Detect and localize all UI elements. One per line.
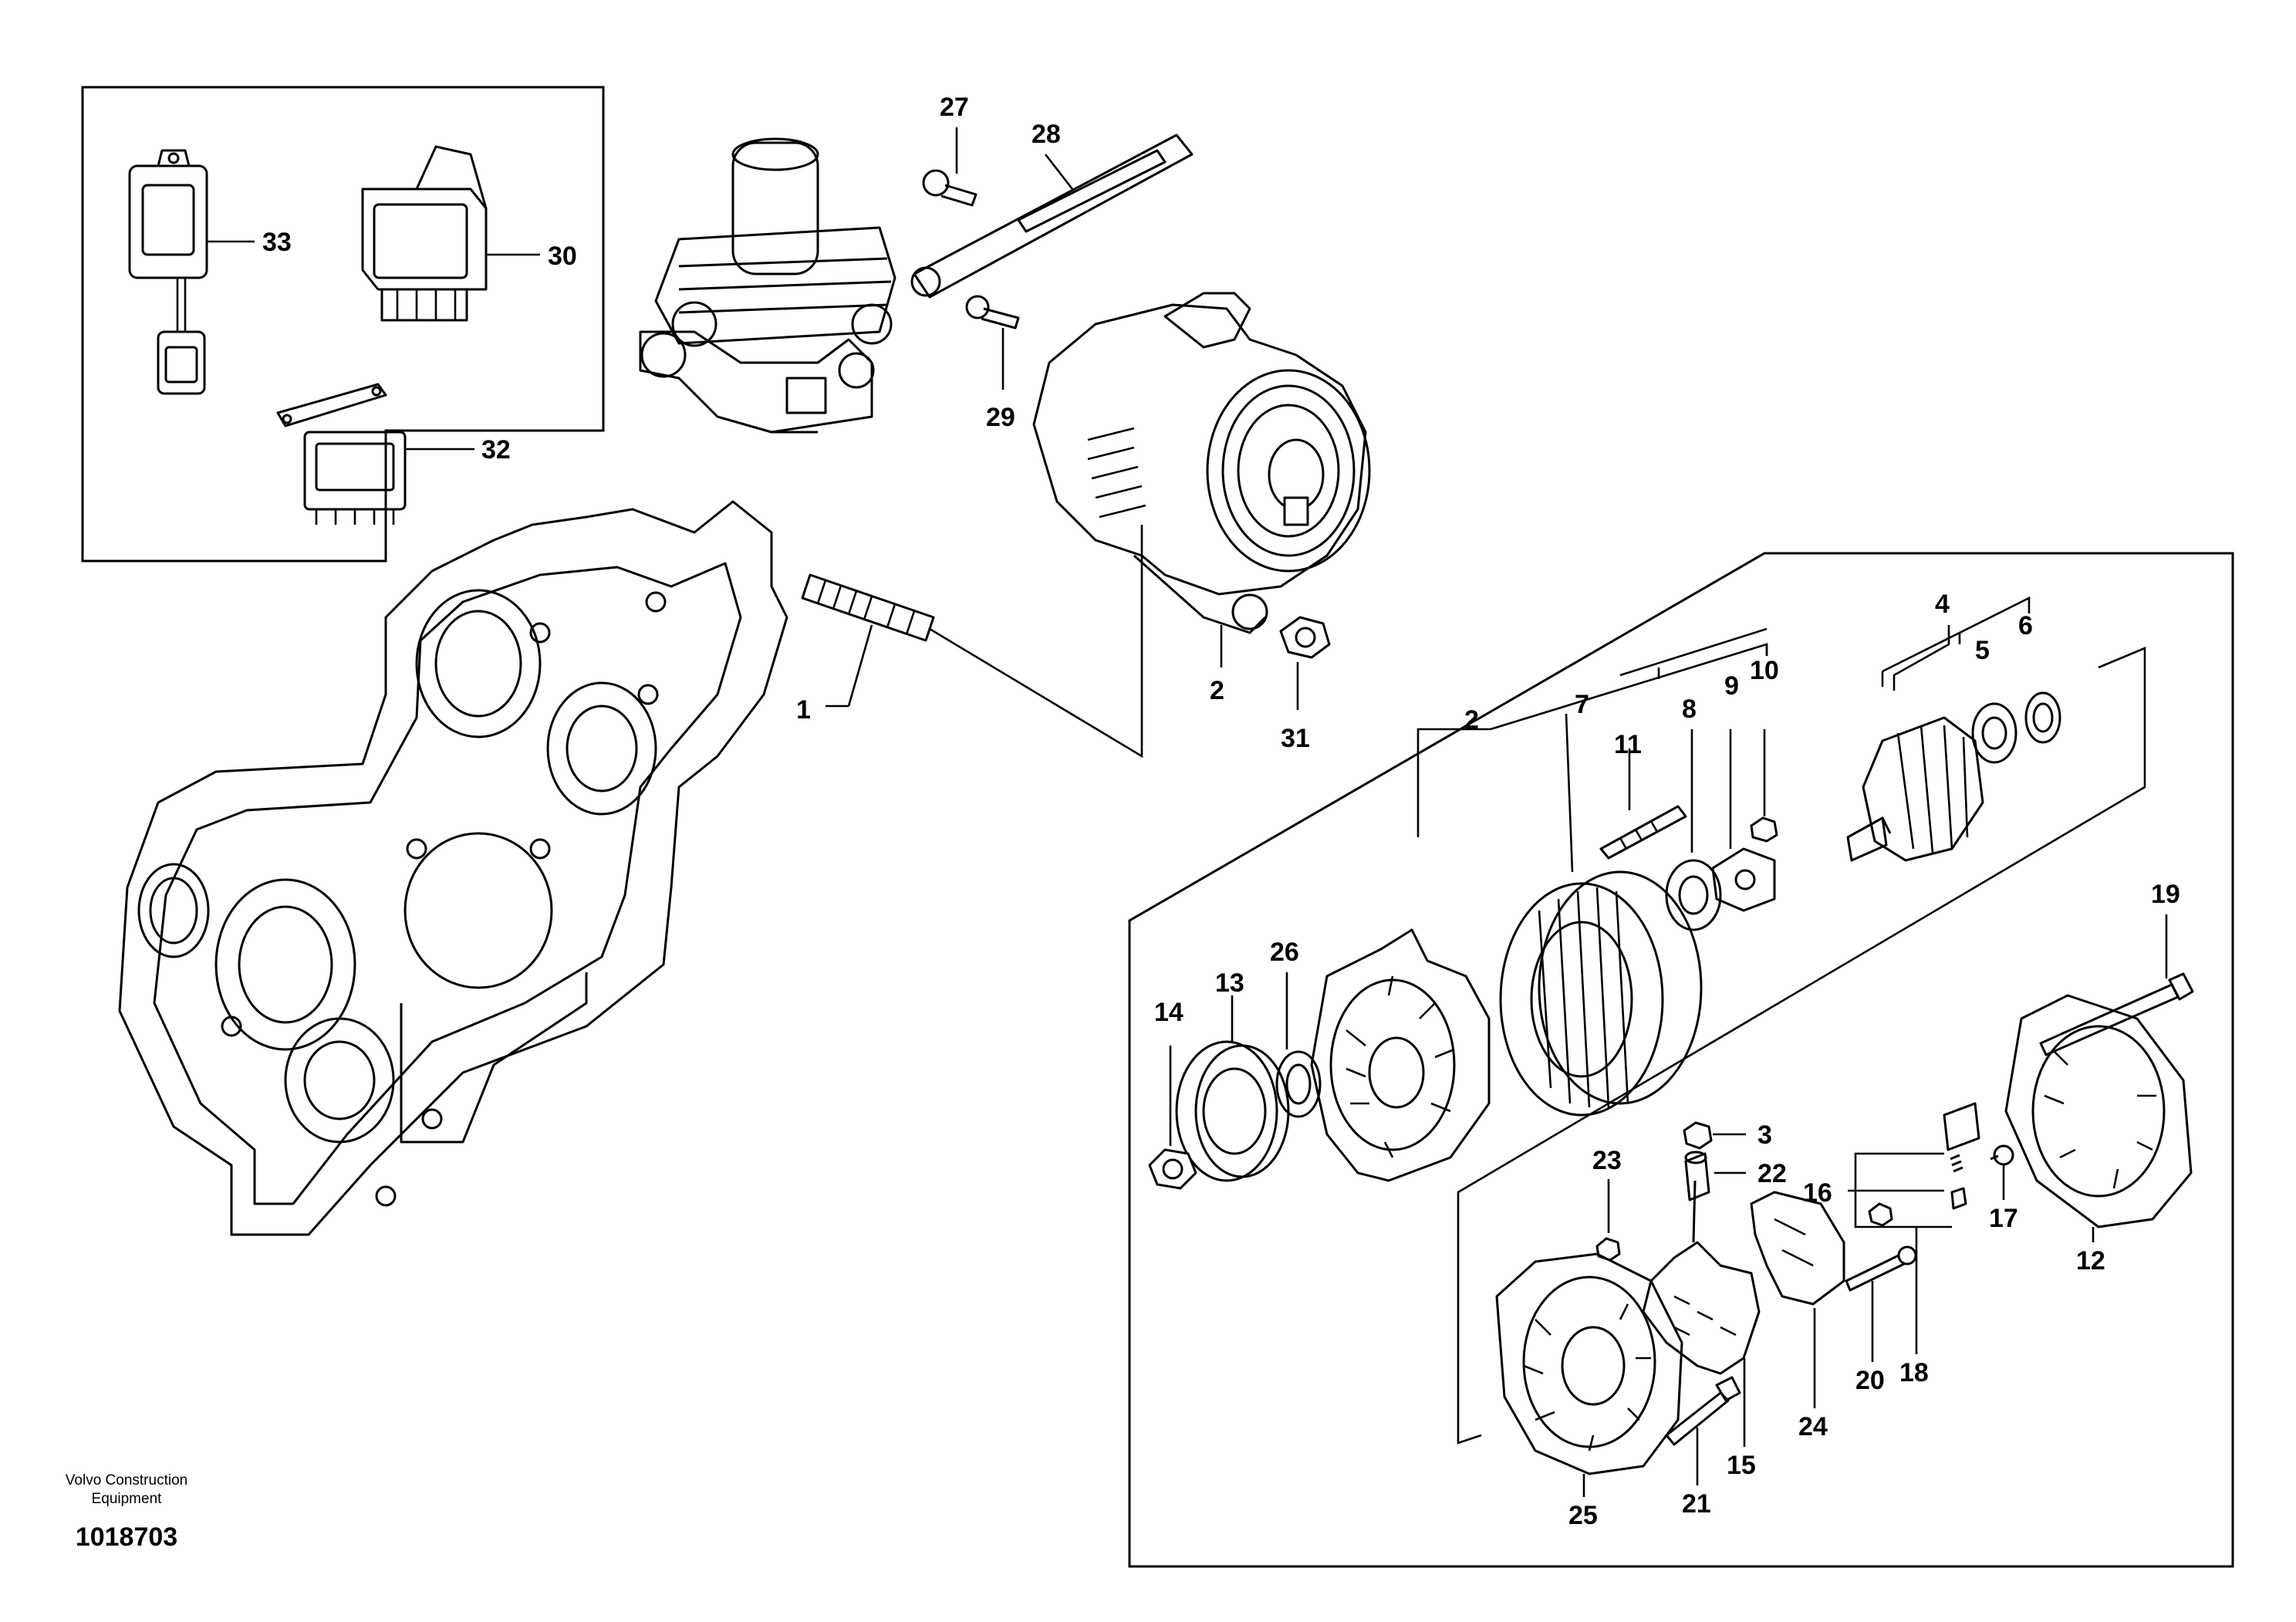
part-19-bolt[interactable]: [2039, 972, 2194, 1056]
callout-30: 30: [548, 242, 577, 271]
callout-12: 12: [2076, 1246, 2105, 1276]
callout-13: 13: [1215, 968, 1244, 998]
part-12-cover[interactable]: [2004, 994, 2193, 1228]
callout-20: 20: [1855, 1366, 1885, 1395]
part-8-bearing[interactable]: [1665, 859, 1722, 931]
callout-7: 7: [1575, 690, 1589, 719]
part-9-plate[interactable]: [1711, 847, 1776, 912]
part-17-screw[interactable]: [1990, 1144, 2014, 1166]
leader-1: [826, 624, 873, 708]
part-20-screw[interactable]: [1845, 1245, 1917, 1292]
gear-case-housing: [118, 500, 788, 1236]
callout-33: 33: [262, 228, 292, 257]
callout-24: 24: [1798, 1412, 1828, 1441]
callout-2-upper: 2: [1210, 676, 1224, 705]
part-16-brush-set[interactable]: [1943, 1102, 1980, 1210]
part-27-bolt[interactable]: [922, 169, 977, 207]
brand-line-1: Volvo Construction: [66, 1472, 187, 1489]
callout-16: 16: [1803, 1178, 1832, 1208]
group-bracket-right: [1457, 647, 2146, 1445]
part-23-nut[interactable]: [1595, 1237, 1621, 1262]
vacuum-pump[interactable]: [639, 137, 896, 434]
group-bracket-4: [1881, 596, 2031, 687]
callout-21: 21: [1682, 1489, 1711, 1519]
callout-15: 15: [1727, 1451, 1756, 1480]
part-5-bearing[interactable]: [1971, 702, 2017, 764]
callout-11: 11: [1614, 730, 1642, 759]
callout-1: 1: [796, 695, 811, 725]
callout-18: 18: [1899, 1358, 1929, 1387]
callout-25: 25: [1568, 1501, 1598, 1530]
callout-17: 17: [1989, 1204, 2018, 1233]
callout-3: 3: [1757, 1120, 1772, 1150]
leader-2b-group: [1416, 643, 1768, 837]
part-21-bolt[interactable]: [1665, 1376, 1741, 1446]
part-33-relay[interactable]: [128, 149, 208, 395]
relay-inset-frame: [81, 86, 605, 563]
part-4-rotor[interactable]: [1846, 716, 1984, 862]
part-26-spacer[interactable]: [1275, 1050, 1322, 1118]
brand-line-2: Equipment: [92, 1491, 163, 1507]
leader-7: [1565, 713, 1574, 873]
leader-4: [1893, 625, 1950, 691]
callout-6: 6: [2018, 611, 2033, 640]
part-18-screw[interactable]: [1868, 1202, 1893, 1227]
callout-5: 5: [1975, 636, 1990, 665]
callout-10: 10: [1750, 656, 1779, 685]
exploded-alternator-frame: [1128, 552, 2234, 1568]
part-10-nut[interactable]: [1750, 816, 1778, 843]
part-13-pulley[interactable]: [1175, 1040, 1290, 1182]
alternator-assembly[interactable]: [1032, 292, 1371, 634]
part-14-nut[interactable]: [1148, 1148, 1197, 1190]
part-32-relay[interactable]: [276, 383, 407, 525]
part-24-regulator[interactable]: [1750, 1191, 1845, 1306]
callout-32: 32: [481, 435, 511, 465]
callout-23: 23: [1592, 1146, 1622, 1175]
callout-14: 14: [1154, 998, 1183, 1027]
part-1-stud[interactable]: [801, 525, 1143, 759]
part-6-ring[interactable]: [2024, 691, 2061, 744]
callout-19: 19: [2151, 880, 2180, 909]
part-15-rectifier[interactable]: [1642, 1180, 1761, 1375]
part-29-bolt[interactable]: [965, 295, 1020, 329]
part-28-bracket[interactable]: [910, 133, 1194, 299]
group-bracket-2: [1619, 627, 1768, 679]
callout-8: 8: [1682, 694, 1697, 724]
callout-9: 9: [1724, 671, 1739, 701]
callout-29: 29: [986, 403, 1015, 432]
part-3-nut[interactable]: [1683, 1121, 1713, 1150]
part-22-sleeve[interactable]: [1684, 1151, 1710, 1201]
callout-22: 22: [1757, 1159, 1787, 1188]
part-2-front-housing[interactable]: [1310, 928, 1491, 1182]
leader-16: [1848, 1152, 1952, 1228]
callout-31: 31: [1281, 724, 1310, 753]
part-25-rear-housing[interactable]: [1495, 1252, 1683, 1475]
callout-27: 27: [940, 93, 969, 122]
document-number: 1018703: [76, 1522, 177, 1552]
callout-28: 28: [1032, 120, 1061, 149]
part-31-nut[interactable]: [1279, 616, 1331, 659]
callout-2-exploded: 2: [1464, 705, 1479, 735]
callout-4: 4: [1935, 590, 1950, 619]
part-30-relay[interactable]: [361, 145, 488, 322]
callout-26: 26: [1270, 938, 1299, 967]
part-11-stud[interactable]: [1599, 805, 1687, 860]
leader-28: [1044, 154, 1074, 190]
part-7-stator[interactable]: [1499, 870, 1703, 1117]
